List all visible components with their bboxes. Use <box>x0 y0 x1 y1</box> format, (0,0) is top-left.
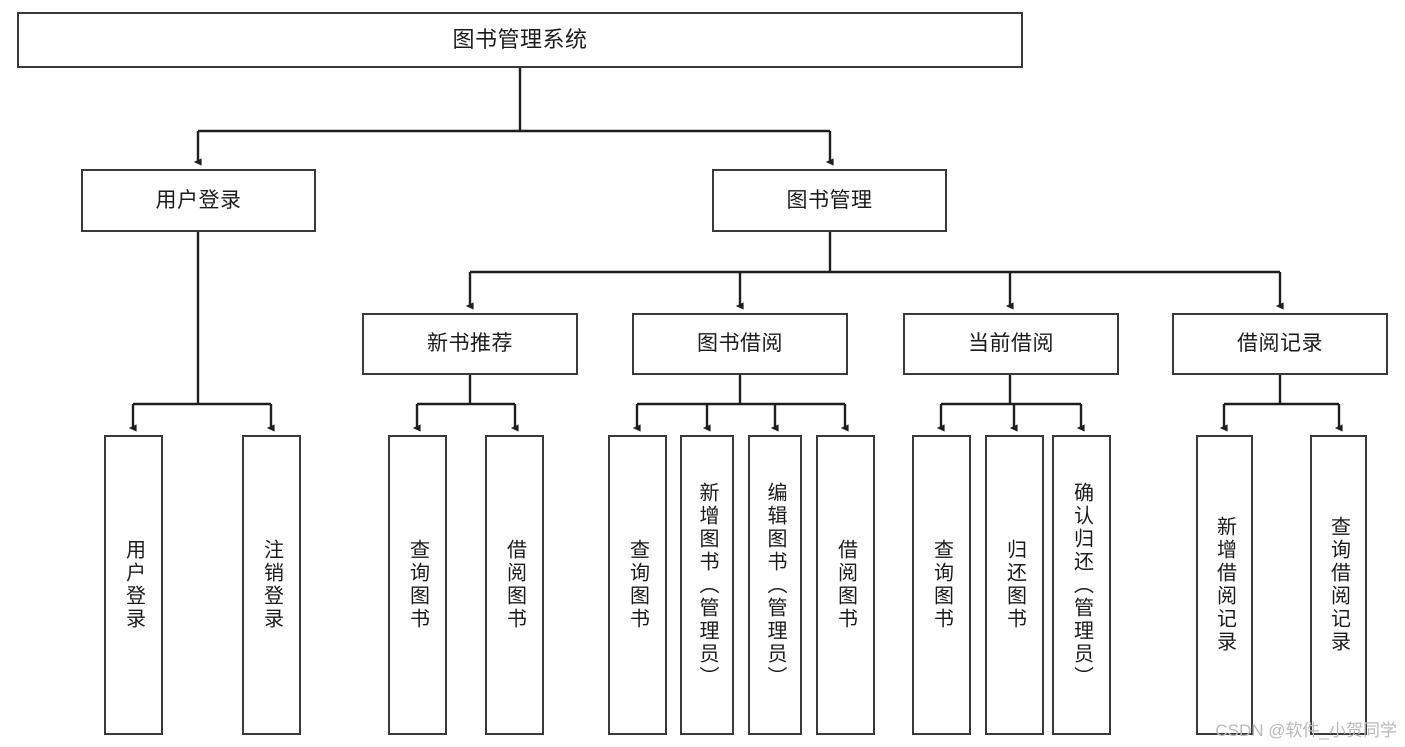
leaf-borrow-book-recommend[interactable]: 借阅图书 <box>485 435 544 735</box>
node-label: 查询图书 <box>626 539 649 631</box>
leaf-query-borrow-record[interactable]: 查询借阅记录 <box>1310 435 1367 735</box>
node-root-book-management-system[interactable]: 图书管理系统 <box>17 12 1023 68</box>
node-label: 借阅图书 <box>834 539 857 631</box>
node-current-borrow[interactable]: 当前借阅 <box>903 313 1119 375</box>
node-label: 归还图书 <box>1003 539 1026 631</box>
node-borrow-record[interactable]: 借阅记录 <box>1172 313 1388 375</box>
watermark-csdn: CSDN @软件_小贺同学 <box>1215 721 1397 740</box>
node-label: 图书借阅 <box>697 332 783 356</box>
leaf-query-book-current[interactable]: 查询图书 <box>912 435 971 735</box>
leaf-confirm-return-admin[interactable]: 确认归还（管理员） <box>1052 435 1111 735</box>
node-label: 用户登录 <box>155 188 242 212</box>
node-label: 查询图书 <box>930 539 953 631</box>
node-label: 借阅图书 <box>503 539 526 631</box>
node-label: 确认归还（管理员） <box>1070 481 1093 689</box>
node-label: 用户登录 <box>122 539 145 631</box>
node-label: 新增图书（管理员） <box>696 481 718 689</box>
node-label: 注销登录 <box>260 539 283 631</box>
leaf-query-book-recommend[interactable]: 查询图书 <box>388 435 447 735</box>
leaf-add-book-admin[interactable]: 新增图书（管理员） <box>680 435 734 735</box>
leaf-borrow-book[interactable]: 借阅图书 <box>816 435 875 735</box>
node-label: 图书管理系统 <box>452 26 588 52</box>
node-label: 新书推荐 <box>427 332 513 356</box>
node-label: 图书管理 <box>786 188 873 212</box>
leaf-query-book-borrow[interactable]: 查询图书 <box>608 435 667 735</box>
node-label: 编辑图书（管理员） <box>764 481 786 689</box>
node-book-management[interactable]: 图书管理 <box>712 169 947 232</box>
node-label: 查询借阅记录 <box>1327 516 1350 654</box>
node-book-borrow[interactable]: 图书借阅 <box>632 313 848 375</box>
leaf-edit-book-admin[interactable]: 编辑图书（管理员） <box>748 435 802 735</box>
node-label: 查询图书 <box>406 539 429 631</box>
node-label: 新增借阅记录 <box>1213 516 1236 654</box>
node-label: 当前借阅 <box>968 332 1054 356</box>
node-new-book-recommend[interactable]: 新书推荐 <box>362 313 578 375</box>
node-label: 借阅记录 <box>1237 332 1323 356</box>
node-user-login[interactable]: 用户登录 <box>81 169 316 232</box>
leaf-return-book[interactable]: 归还图书 <box>985 435 1044 735</box>
leaf-add-borrow-record[interactable]: 新增借阅记录 <box>1196 435 1253 735</box>
leaf-user-login[interactable]: 用户登录 <box>104 435 163 735</box>
leaf-logout[interactable]: 注销登录 <box>242 435 301 735</box>
